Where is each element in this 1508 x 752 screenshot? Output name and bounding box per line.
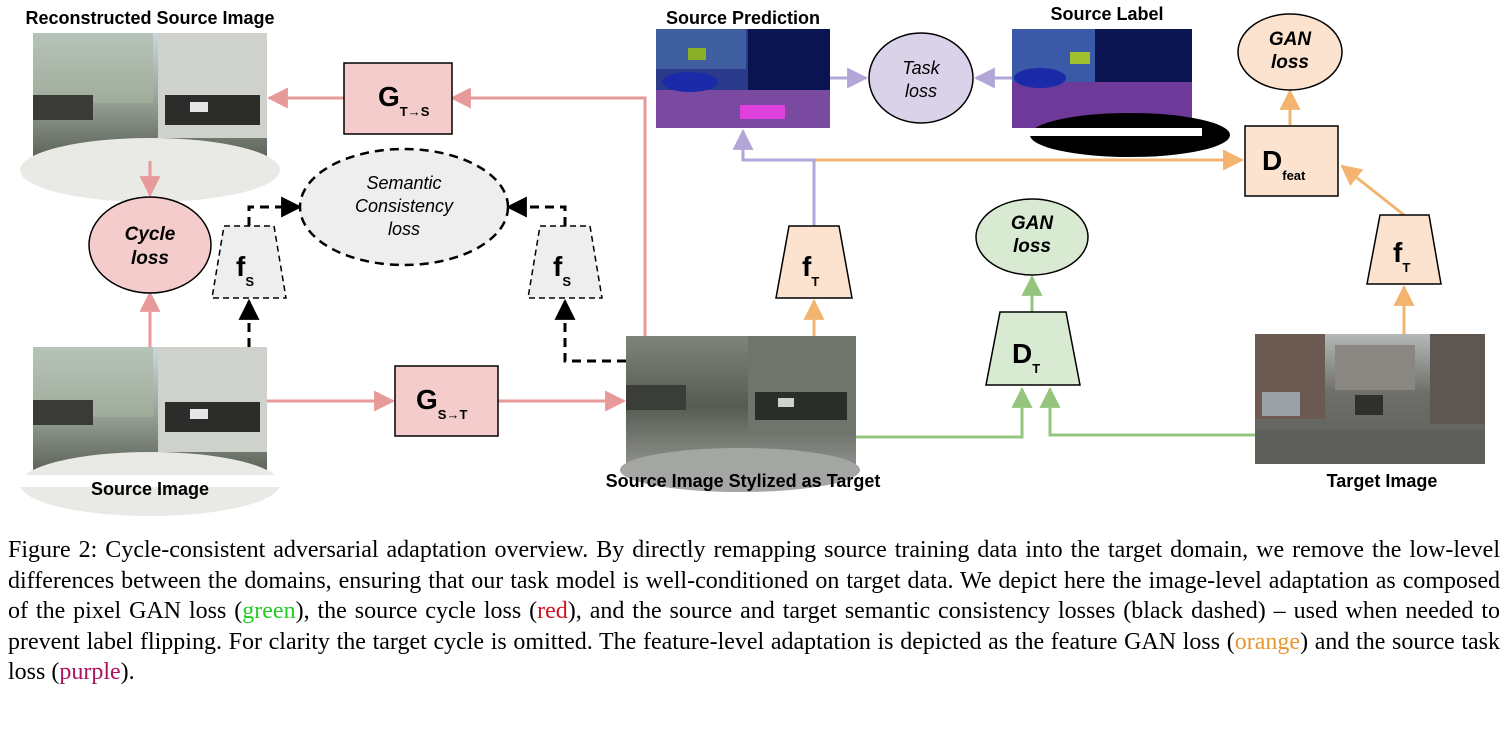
source-prediction-image xyxy=(656,29,830,128)
svg-text:loss: loss xyxy=(905,81,937,101)
generator-s-to-t: GS→T xyxy=(394,365,499,437)
pixel-gan-loss-node: GAN loss xyxy=(975,198,1089,276)
caption-red: red xyxy=(537,598,568,625)
adaptation-diagram: Reconstructed Source Image Source Image … xyxy=(0,4,1485,516)
source-label-label: Source Label xyxy=(1050,4,1163,24)
feature-extractor-fs-right: fS xyxy=(527,225,603,299)
arrow-stylized-to-gts xyxy=(449,87,647,336)
stylized-image xyxy=(620,336,860,492)
svg-text:DT: DT xyxy=(1012,338,1040,376)
arrow-stylized-to-dt xyxy=(856,386,1033,439)
svg-text:Task: Task xyxy=(902,58,940,78)
svg-text:fS: fS xyxy=(236,251,254,289)
svg-text:Semantic: Semantic xyxy=(366,173,441,193)
svg-text:Dfeat: Dfeat xyxy=(1262,145,1306,183)
feature-gan-loss-node: GAN loss xyxy=(1237,13,1343,91)
discriminator-feat: Dfeat xyxy=(1244,125,1339,197)
generator-t-to-s: GT→S xyxy=(343,62,453,135)
source-label-image xyxy=(1012,29,1230,157)
semantic-consistency-loss-node: Semantic Consistency loss xyxy=(298,147,510,267)
cycle-loss-node: Cycle loss xyxy=(88,196,212,294)
figure-caption: Figure 2: Cycle-consistent adversarial a… xyxy=(8,537,1501,686)
discriminator-t: DT xyxy=(985,311,1081,386)
source-image xyxy=(0,347,300,516)
svg-text:loss: loss xyxy=(1013,236,1051,257)
feature-extractor-fs-left: fS xyxy=(211,225,287,299)
target-image-label: Target Image xyxy=(1327,471,1438,491)
svg-text:GAN: GAN xyxy=(1269,29,1313,50)
svg-text:GS→T: GS→T xyxy=(416,384,467,422)
arrow-ft-to-dfeat-right xyxy=(1340,164,1405,217)
feature-extractor-ft-right: fT xyxy=(1366,214,1442,285)
svg-text:GAN: GAN xyxy=(1011,213,1055,234)
caption-purple: purple xyxy=(59,659,121,686)
svg-text:Consistency: Consistency xyxy=(355,196,454,216)
source-prediction-label: Source Prediction xyxy=(666,8,820,28)
target-image xyxy=(1255,334,1485,464)
svg-text:fS: fS xyxy=(553,251,571,289)
arrow-stylized-to-fs-right xyxy=(554,298,626,363)
svg-text:loss: loss xyxy=(388,219,420,239)
svg-text:loss: loss xyxy=(1271,52,1309,73)
stylized-image-label: Source Image Stylized as Target xyxy=(606,471,881,491)
arrow-target-to-dt xyxy=(1039,386,1255,437)
svg-text:loss: loss xyxy=(131,248,169,269)
task-loss-node: Task loss xyxy=(868,32,974,124)
arrow-fs-left-to-semantic xyxy=(247,196,303,226)
caption-orange: orange xyxy=(1234,628,1301,655)
feature-extractor-ft-mid: fT xyxy=(775,225,853,299)
svg-text:GT→S: GT→S xyxy=(378,81,430,119)
arrow-fs-right-to-semantic xyxy=(505,196,567,226)
reconstructed-source-label: Reconstructed Source Image xyxy=(25,8,274,28)
svg-text:fT: fT xyxy=(1393,237,1410,275)
caption-green: green xyxy=(242,598,296,625)
svg-text:fT: fT xyxy=(802,251,819,289)
svg-text:Cycle: Cycle xyxy=(125,224,176,245)
source-image-label: Source Image xyxy=(91,479,209,499)
arrow-ft-to-prediction xyxy=(732,128,816,226)
